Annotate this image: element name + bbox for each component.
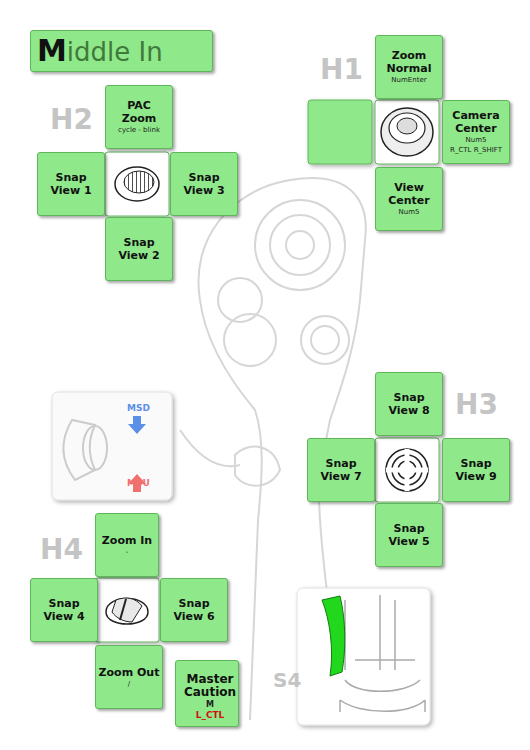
key-box: Snap View 5: [375, 503, 443, 567]
key-name: Camera Center: [445, 109, 507, 135]
title-box: Middle In: [30, 30, 213, 72]
key-box: Snap View 4: [30, 578, 98, 642]
key-name: Snap View 8: [378, 391, 440, 417]
key-binding: /: [128, 680, 130, 689]
key-box: Master CautionML_CTL: [175, 660, 239, 727]
key-name: Master Caution: [184, 673, 236, 699]
key-box: Snap View 1: [37, 152, 105, 216]
key-name: Snap View 5: [378, 522, 440, 548]
axis-label: MSU: [127, 478, 150, 488]
key-name: Zoom Out: [99, 666, 160, 679]
key-binding: NumEnter: [391, 76, 426, 85]
key-name: Snap View 9: [445, 457, 507, 483]
hat-icon-h2: [115, 167, 159, 201]
key-box: View CenterNum5: [375, 167, 443, 231]
key-name: PAC Zoom: [108, 99, 170, 125]
key-name: Snap View 1: [40, 171, 102, 197]
title-text: Middle In: [37, 31, 163, 72]
key-box: Zoom NormalNumEnter: [375, 35, 443, 99]
key-name: Zoom Normal: [378, 49, 440, 75]
hat-label: H3: [455, 390, 498, 420]
key-name: Snap View 6: [163, 597, 225, 623]
hat-icon-h4: [106, 598, 148, 624]
key-binding: Num5: [399, 208, 420, 217]
key-box: Snap View 9: [442, 438, 510, 502]
hat-label: H4: [40, 535, 83, 565]
key-name: Zoom In: [102, 534, 152, 547]
key-box: Snap View 8: [375, 372, 443, 436]
key-binding: -: [126, 548, 129, 557]
key-name: Snap View 2: [108, 236, 170, 262]
hat-icon-h1: [381, 108, 433, 156]
key-box: Snap View 6: [160, 578, 228, 642]
key-box: Camera CenterNum5R_CTL R_SHIFT: [442, 100, 510, 164]
hat-label: H2: [50, 105, 93, 135]
key-name: View Center: [378, 181, 440, 207]
switch-label: S4: [273, 665, 301, 695]
key-box: Snap View 7: [307, 438, 375, 502]
key-box: Zoom Out/: [95, 645, 163, 709]
key-binding: M: [206, 700, 214, 709]
key-binding: R_CTL R_SHIFT: [450, 146, 502, 155]
key-box: Snap View 3: [170, 152, 238, 216]
hat-label: H1: [320, 55, 363, 85]
axis-label: MSD: [127, 403, 150, 413]
key-box: Zoom In-: [95, 513, 159, 577]
key-binding: Num5: [466, 136, 487, 145]
key-name: Snap View 7: [310, 457, 372, 483]
key-name: Snap View 3: [173, 171, 235, 197]
hat-icon-h3: [386, 449, 428, 491]
key-box: PAC Zoomcycle - blink: [105, 85, 173, 149]
key-name: Snap View 4: [33, 597, 95, 623]
key-binding: cycle - blink: [118, 126, 160, 135]
key-box: Snap View 2: [105, 217, 173, 281]
key-binding: L_CTL: [196, 710, 225, 721]
trigger-picture: [297, 588, 430, 725]
slider-pad: [52, 392, 172, 500]
